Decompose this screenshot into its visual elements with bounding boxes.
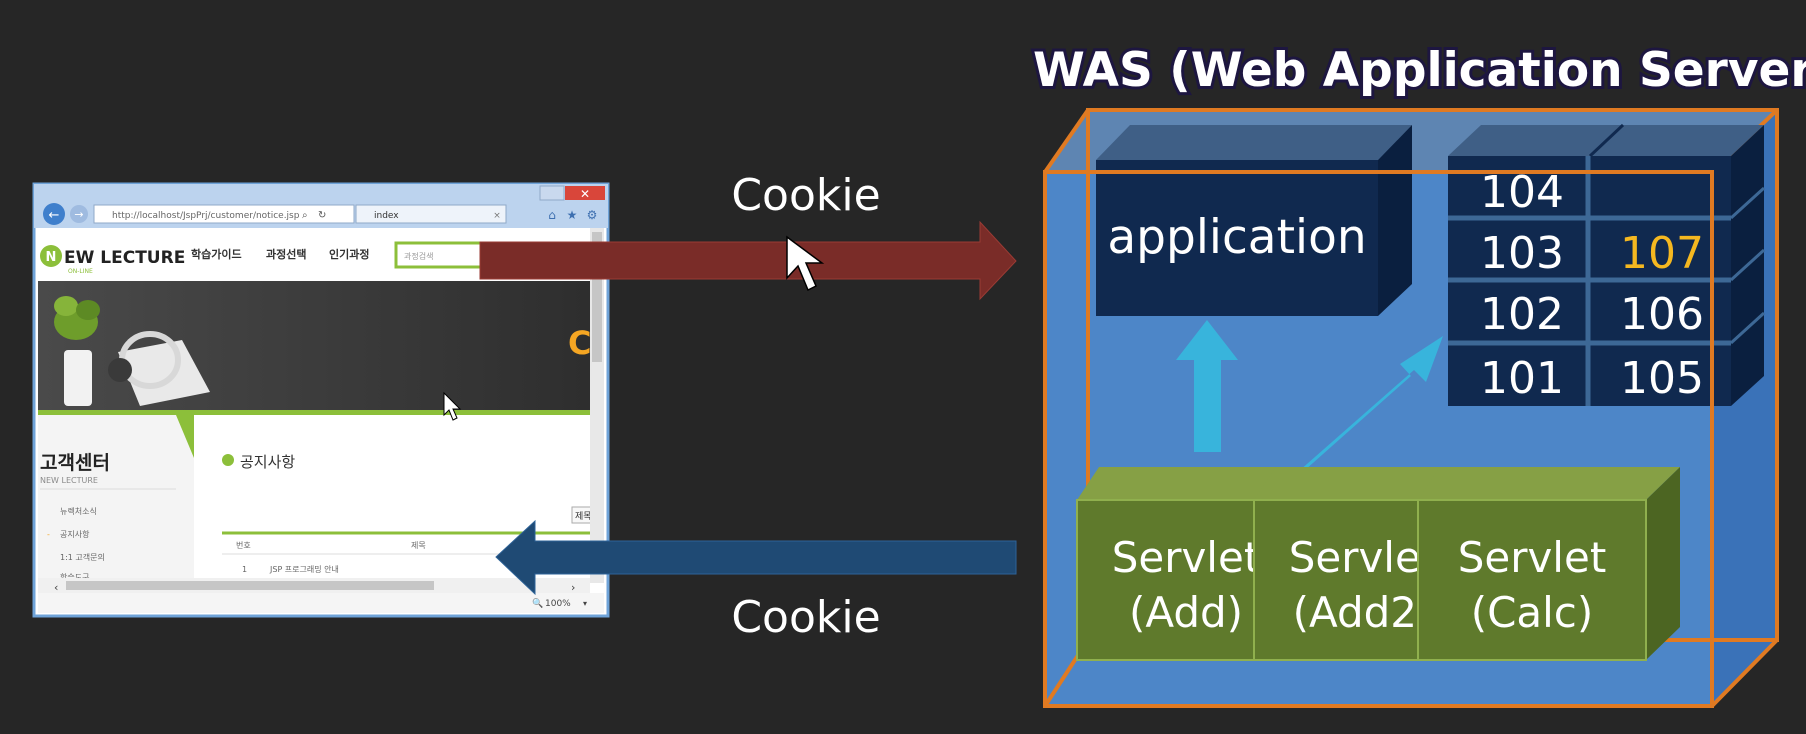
- request-cookie-label: Cookie: [731, 170, 880, 221]
- servlet-calc-block: Servlet (Calc): [1417, 467, 1680, 661]
- sidebar-corner-accent: [176, 415, 194, 458]
- back-button[interactable]: [43, 203, 65, 225]
- logo-n-glyph: N: [46, 250, 57, 265]
- refresh-icon[interactable]: ↻: [318, 210, 326, 221]
- tab-label: index: [374, 211, 399, 221]
- hero-banner: [38, 281, 590, 410]
- storage-cell-104: 104: [1480, 167, 1564, 218]
- application-front-face: [1096, 160, 1378, 316]
- nav-item-course-select[interactable]: 과정선택: [266, 247, 306, 261]
- sidebar-item-notice[interactable]: 공지사항: [60, 530, 90, 539]
- plant-illustration: [54, 296, 100, 406]
- servlet-calc-line1: Servlet: [1458, 533, 1607, 582]
- close-icon: ✕: [580, 187, 590, 201]
- servlet-to-storage-arrow: [1296, 336, 1443, 478]
- search-field-label: 제목: [575, 511, 592, 522]
- application-block: application: [1096, 125, 1412, 316]
- site-logo-sub: ON-LINE: [68, 268, 93, 275]
- sidebar: [38, 415, 194, 583]
- table-header-number: 번호: [236, 541, 251, 550]
- forward-button[interactable]: [70, 205, 88, 223]
- was-title: WAS (Web Application Server): [1033, 43, 1806, 98]
- servlet-calc-front-face: [1417, 499, 1647, 661]
- servlet-add-line2: (Add): [1129, 588, 1243, 637]
- section-bullet-icon: [222, 454, 234, 466]
- servlet-add-line1: Servlet: [1112, 533, 1261, 582]
- application-label: application: [1107, 210, 1366, 265]
- close-button[interactable]: [565, 186, 605, 200]
- zoom-icon[interactable]: 🔍: [532, 597, 543, 609]
- storage-cell-103: 103: [1480, 228, 1564, 279]
- favorites-star-icon[interactable]: ★: [567, 208, 578, 222]
- servlet-to-application-arrow: [1176, 320, 1238, 452]
- storage-cell-107-highlight: 107: [1620, 228, 1704, 279]
- servlet-calc-side-face: [1646, 467, 1680, 660]
- response-cookie-arrow: [495, 519, 1017, 596]
- table-header-title: 제목: [411, 541, 426, 550]
- application-top-face: [1096, 125, 1412, 160]
- table-row-number: 1: [242, 565, 247, 574]
- site-logo-icon: [40, 245, 62, 267]
- status-bar: [38, 593, 604, 613]
- large-mouse-cursor-icon: [786, 235, 825, 292]
- hero-divider: [38, 410, 590, 415]
- storage-cell-105: 105: [1620, 353, 1704, 404]
- nav-item-popular-course[interactable]: 인기과정: [329, 247, 369, 261]
- storage-cell-101: 101: [1480, 353, 1564, 404]
- servlet-calc-line2: (Calc): [1471, 588, 1594, 637]
- headset-papers-illustration: [108, 331, 210, 406]
- address-text: http://localhost/JspPrj/customer/notice.…: [112, 211, 300, 221]
- home-icon[interactable]: ⌂: [548, 208, 556, 222]
- scroll-right-icon[interactable]: ›: [571, 581, 575, 594]
- horizontal-scroll-thumb[interactable]: [66, 581, 434, 590]
- request-cookie-arrow: [479, 220, 1017, 301]
- scroll-left-icon[interactable]: ‹: [54, 581, 58, 594]
- hero-letter: C: [568, 324, 591, 362]
- minimize-button[interactable]: [539, 185, 565, 201]
- servlet-add2-line2: (Add2): [1293, 588, 1434, 637]
- storage-cell-106: 106: [1620, 289, 1704, 340]
- sidebar-subtitle: NEW LECTURE: [40, 476, 98, 485]
- nav-item-study-guide[interactable]: 학습가이드: [191, 247, 242, 261]
- zoom-dropdown-icon[interactable]: ▾: [583, 599, 587, 608]
- sidebar-item-news[interactable]: 뉴렉처소식: [60, 506, 97, 516]
- site-logo[interactable]: EW LECTURE: [64, 248, 185, 268]
- sidebar-active-bullet: -: [47, 530, 50, 539]
- settings-gear-icon[interactable]: ⚙: [587, 208, 598, 222]
- site-search-placeholder: 과정검색: [404, 251, 433, 261]
- forward-arrow-icon: →: [74, 208, 83, 221]
- storage-block: 104 103 107 102 106 101 105: [1448, 123, 1766, 406]
- sidebar-item-tools[interactable]: 학습도구: [60, 572, 89, 582]
- section-title: 공지사항: [240, 453, 295, 471]
- sidebar-title: 고객센터: [40, 452, 110, 474]
- search-icon: ⌕: [302, 210, 308, 221]
- servlet-calc-top-face: [1418, 467, 1680, 500]
- response-cookie-label: Cookie: [731, 592, 880, 643]
- zoom-level[interactable]: 100%: [545, 599, 571, 609]
- tab-index[interactable]: [355, 204, 507, 224]
- servlet-add2-line1: Servlet: [1289, 533, 1438, 582]
- mouse-cursor-icon: [443, 391, 462, 421]
- address-bar[interactable]: [93, 204, 355, 224]
- tab-close-icon[interactable]: ×: [493, 211, 501, 221]
- back-arrow-icon: ←: [49, 208, 60, 223]
- was-front-frame: [1043, 170, 1714, 708]
- sidebar-item-inquiry[interactable]: 1:1 고객문의: [60, 552, 105, 562]
- table-row-title[interactable]: JSP 프로그래밍 안내: [269, 564, 339, 574]
- servlet-add-top-face: [1077, 467, 1317, 500]
- vertical-scroll-thumb[interactable]: [592, 232, 602, 362]
- storage-cell-102: 102: [1480, 289, 1564, 340]
